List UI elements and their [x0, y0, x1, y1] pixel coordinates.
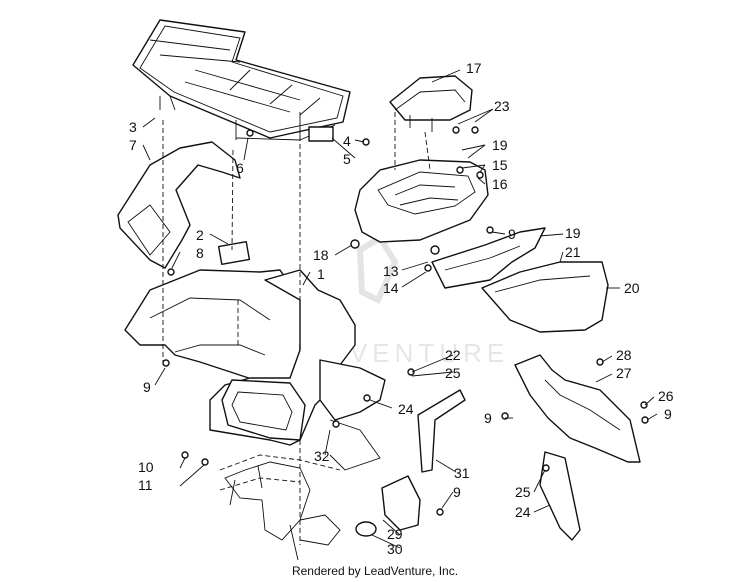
callout-1: 1: [317, 266, 325, 282]
callout-16: 15: [492, 157, 508, 173]
callout-10: 10: [138, 459, 154, 475]
bracket-31: [417, 389, 466, 473]
callout-9-console: 9: [508, 226, 516, 242]
callout-20: 21: [565, 244, 581, 260]
rear-rack: [132, 19, 351, 141]
callout-19-right: 20: [624, 280, 640, 296]
callout-5: 5: [343, 151, 351, 167]
callout-9-flap: 9: [484, 410, 492, 426]
callout-29: 29: [387, 526, 403, 542]
callout-13: 17: [466, 60, 482, 76]
callout-23: 25: [445, 365, 461, 381]
callout-3: 3: [129, 119, 137, 135]
hardware: [162, 126, 649, 516]
callout-6: 6: [236, 160, 244, 176]
callout-31: 31: [454, 465, 470, 481]
alignment-lines: [162, 112, 431, 545]
callout-7: 7: [129, 137, 137, 153]
front-fender-right: [319, 359, 386, 421]
access-cover: [217, 241, 251, 265]
callout-8: 8: [196, 245, 204, 261]
callout-9-left: 9: [143, 379, 151, 395]
rack-bracket: [308, 126, 334, 142]
splash-guard: [539, 451, 581, 541]
callout-22: 24: [398, 401, 414, 417]
clamp-ring: [355, 521, 377, 537]
callout-19-top: 19: [565, 225, 581, 241]
callout-14: 13: [383, 263, 399, 279]
callout-21-mid: 22: [445, 347, 461, 363]
callout-11: 11: [138, 477, 153, 493]
callout-17: 18: [313, 247, 329, 263]
callout-25: 25: [515, 484, 531, 500]
callout-9-bracket: 9: [453, 484, 461, 500]
callout-32: 32: [314, 448, 330, 464]
center-console: [354, 159, 489, 243]
callout-4: 4: [343, 133, 351, 149]
callout-30: 30: [387, 541, 403, 557]
callout-21-top: 23: [494, 98, 510, 114]
callout-15: 14: [383, 280, 399, 296]
callout-18: 19: [492, 137, 508, 153]
headlight-pod: [221, 379, 306, 441]
rack-screw: [246, 129, 254, 137]
side-panel-right: [481, 261, 609, 333]
callout-28: 28: [616, 347, 632, 363]
bracket-29: [381, 475, 421, 531]
footer-credit: Rendered by LeadVenture, Inc.: [291, 564, 459, 578]
callout-12: 16: [492, 176, 508, 192]
flare-window: [127, 204, 171, 256]
leader-lines: [142, 69, 658, 549]
callout-9-right: 9: [664, 406, 672, 422]
seat: [389, 75, 473, 121]
callout-27: 27: [616, 365, 632, 381]
callout-labels: 3 7 2 8 9 6 4 5 1 17 23 19 15 16 18 13 1…: [129, 60, 674, 557]
callout-2: 2: [196, 227, 204, 243]
callout-26: 26: [658, 388, 674, 404]
callout-24: 24: [515, 504, 531, 520]
rear-fender-flare: [117, 141, 241, 269]
